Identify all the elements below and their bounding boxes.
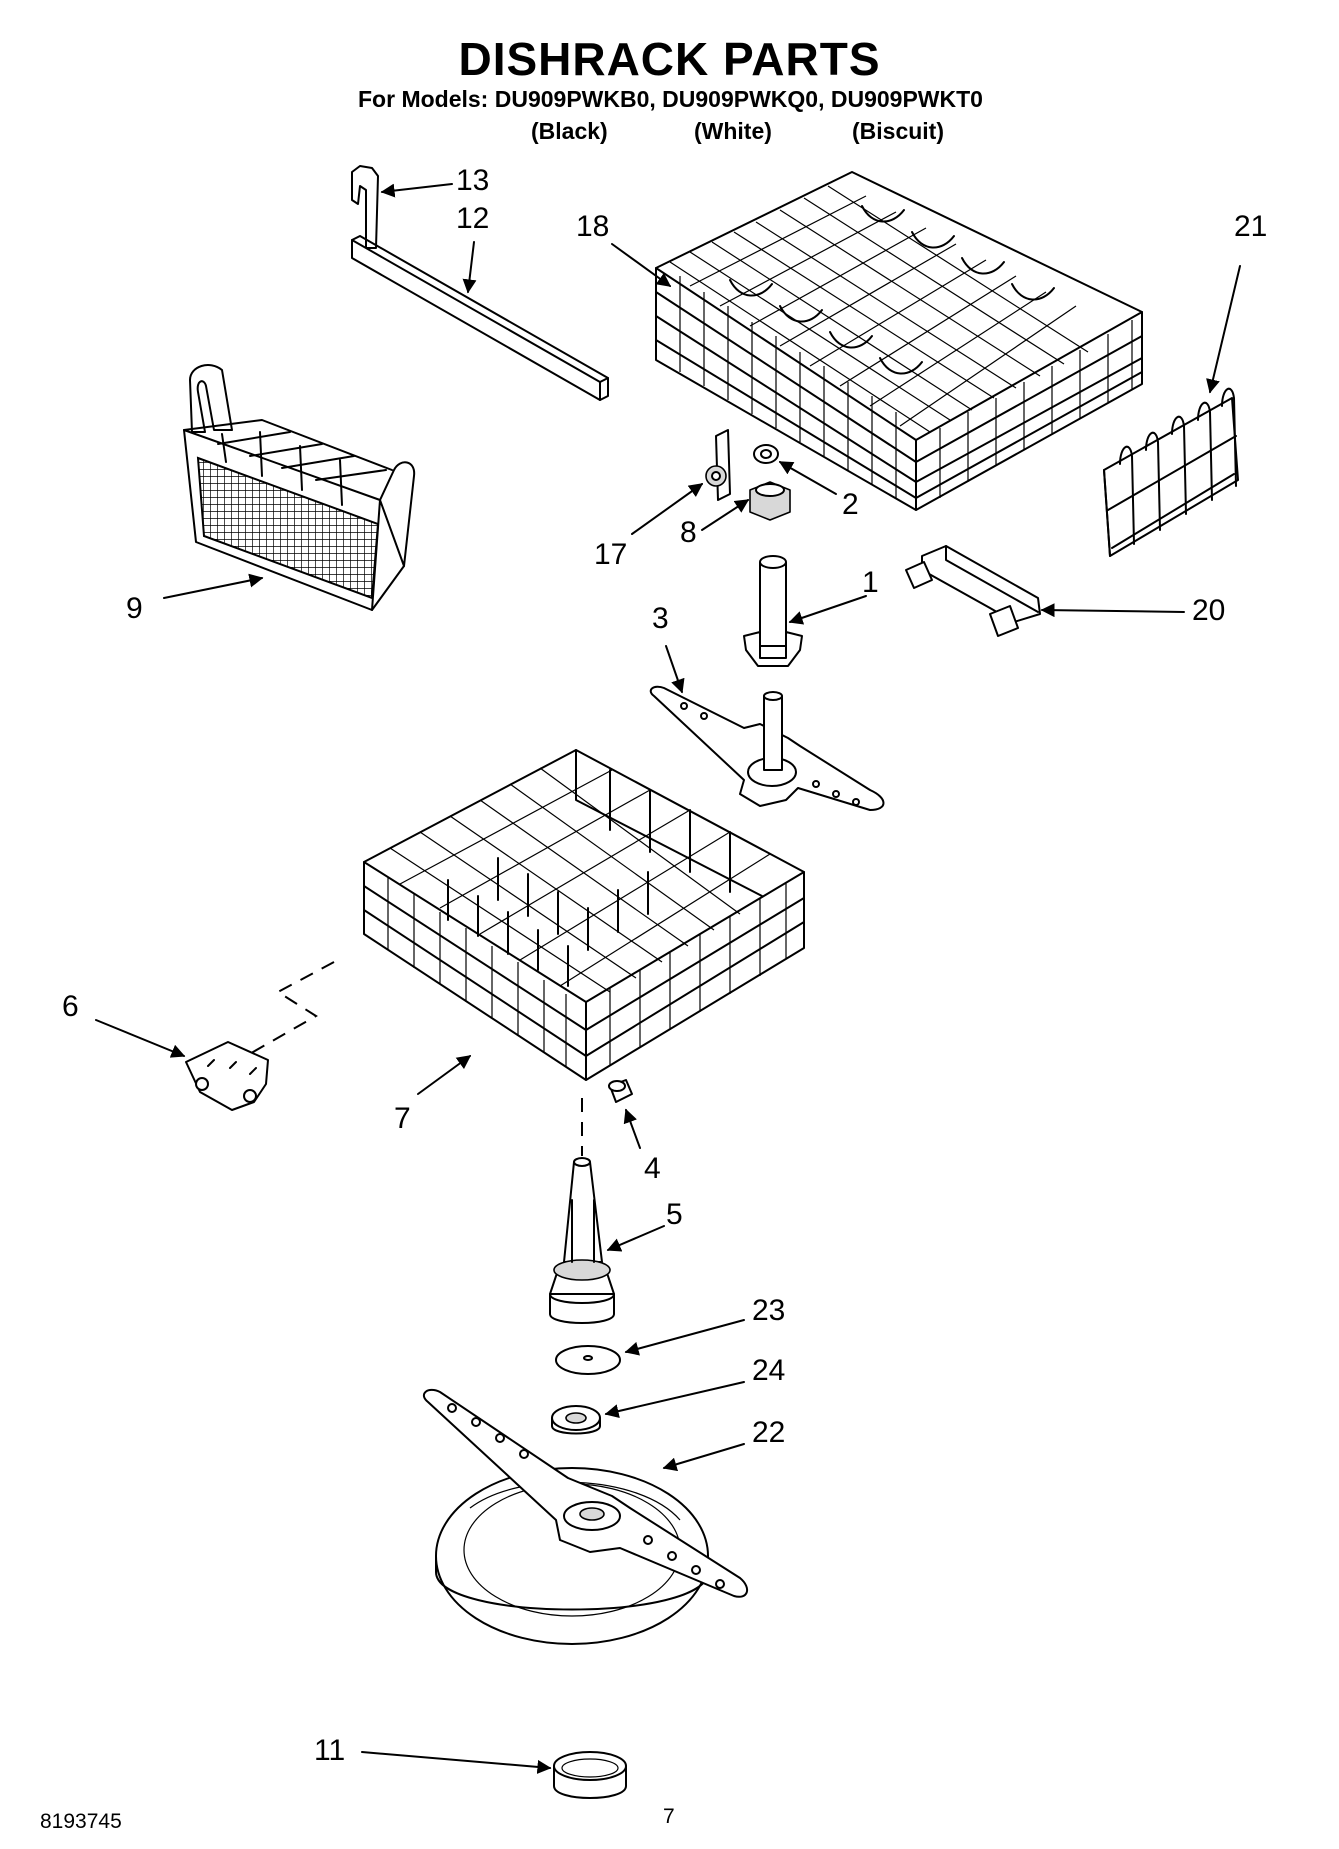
part-label-22: 22 [752, 1416, 786, 1449]
variant-biscuit: (Biscuit) [852, 118, 944, 144]
variant-black: (Black) [531, 118, 608, 144]
part-label-9: 9 [126, 592, 143, 625]
alignment-line-part-6 [245, 961, 335, 1057]
part-label-13: 13 [456, 164, 490, 197]
part-label-21: 21 [1234, 210, 1268, 243]
rack-clip-part-13 [351, 165, 379, 249]
spacer-part-4 [608, 1079, 633, 1103]
part-label-12: 12 [456, 202, 490, 235]
filter-ring-part-11 [553, 1751, 627, 1799]
part-label-24: 24 [752, 1354, 786, 1387]
upper-spray-arm-part-3 [649, 685, 885, 811]
upper-rack-part-18 [655, 171, 1143, 511]
lower-feed-tube-part-5 [549, 1157, 615, 1324]
models-line: For Models: DU909PWKB0, DU909PWKQ0, DU90… [358, 86, 983, 112]
part-label-23: 23 [752, 1294, 786, 1327]
nut-part-8 [749, 481, 791, 521]
lower-spray-arm-part-22 [422, 1388, 749, 1645]
page-title: DISHRACK PARTS [458, 33, 881, 85]
roller-bracket-part-6 [185, 1041, 269, 1111]
rack-stop-part-20 [905, 545, 1041, 637]
part-label-8: 8 [680, 516, 697, 549]
page-number: 7 [663, 1805, 675, 1828]
part-label-6: 6 [62, 990, 79, 1023]
part-label-20: 20 [1192, 594, 1226, 627]
rack-adjuster-part-17 [705, 429, 731, 501]
bearing-ring-part-24 [551, 1405, 601, 1435]
part-label-5: 5 [666, 1198, 683, 1231]
part-label-1: 1 [862, 566, 879, 599]
washer-part-23 [555, 1345, 621, 1375]
silverware-basket-part-9 [183, 364, 416, 611]
feed-tube-part-1 [743, 555, 803, 667]
washer-part-2 [753, 444, 779, 464]
part-label-11: 11 [314, 1734, 346, 1767]
track-rail-part-12 [351, 235, 609, 401]
leader-lines [95, 183, 1241, 1774]
part-label-2: 2 [842, 488, 859, 521]
document-number: 8193745 [40, 1810, 122, 1833]
part-label-7: 7 [394, 1102, 411, 1135]
part-label-3: 3 [652, 602, 669, 635]
part-label-18: 18 [576, 210, 610, 243]
lower-rack-part-7 [363, 749, 805, 1081]
part-label-17: 17 [594, 538, 628, 571]
part-label-4: 4 [644, 1152, 661, 1185]
variant-white: (White) [694, 118, 772, 144]
tine-insert-part-21 [1103, 387, 1239, 557]
